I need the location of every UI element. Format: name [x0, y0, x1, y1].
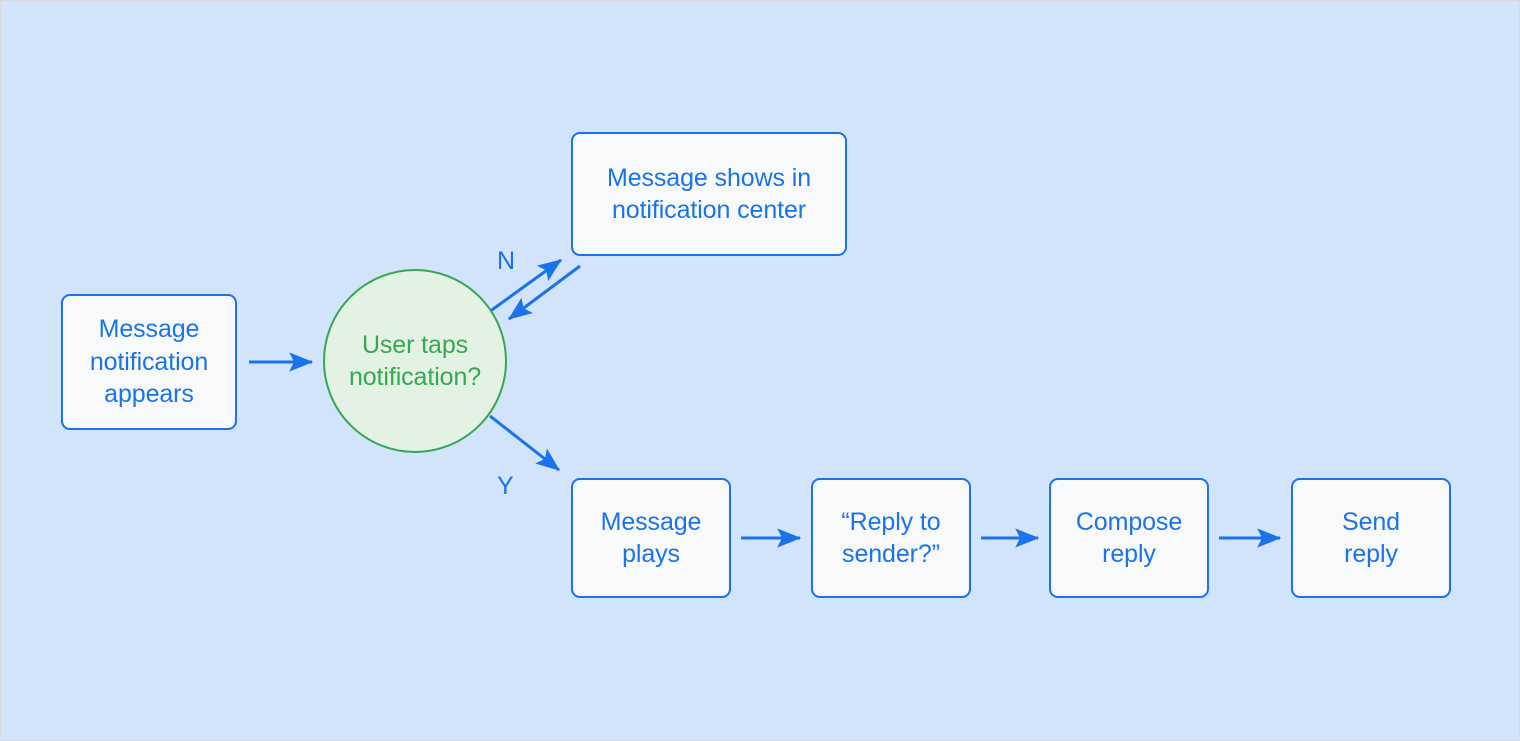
edge-label-no: N	[497, 247, 516, 275]
edge-center-to-decision	[508, 264, 581, 321]
node-message-shows-in-notification-center[interactable]: Message shows in notification center	[571, 132, 847, 256]
node-compose-reply[interactable]: Compose reply	[1049, 478, 1209, 598]
edge-decision-to-plays	[489, 414, 560, 472]
node-user-taps-notification[interactable]: User taps notification?	[323, 269, 507, 453]
node-send-reply[interactable]: Send reply	[1291, 478, 1451, 598]
node-message-notification-appears[interactable]: Message notification appears	[61, 294, 237, 430]
edge-label-yes: Y	[497, 472, 514, 500]
node-reply-to-sender[interactable]: “Reply to sender?”	[811, 478, 971, 598]
node-message-plays[interactable]: Message plays	[571, 478, 731, 598]
